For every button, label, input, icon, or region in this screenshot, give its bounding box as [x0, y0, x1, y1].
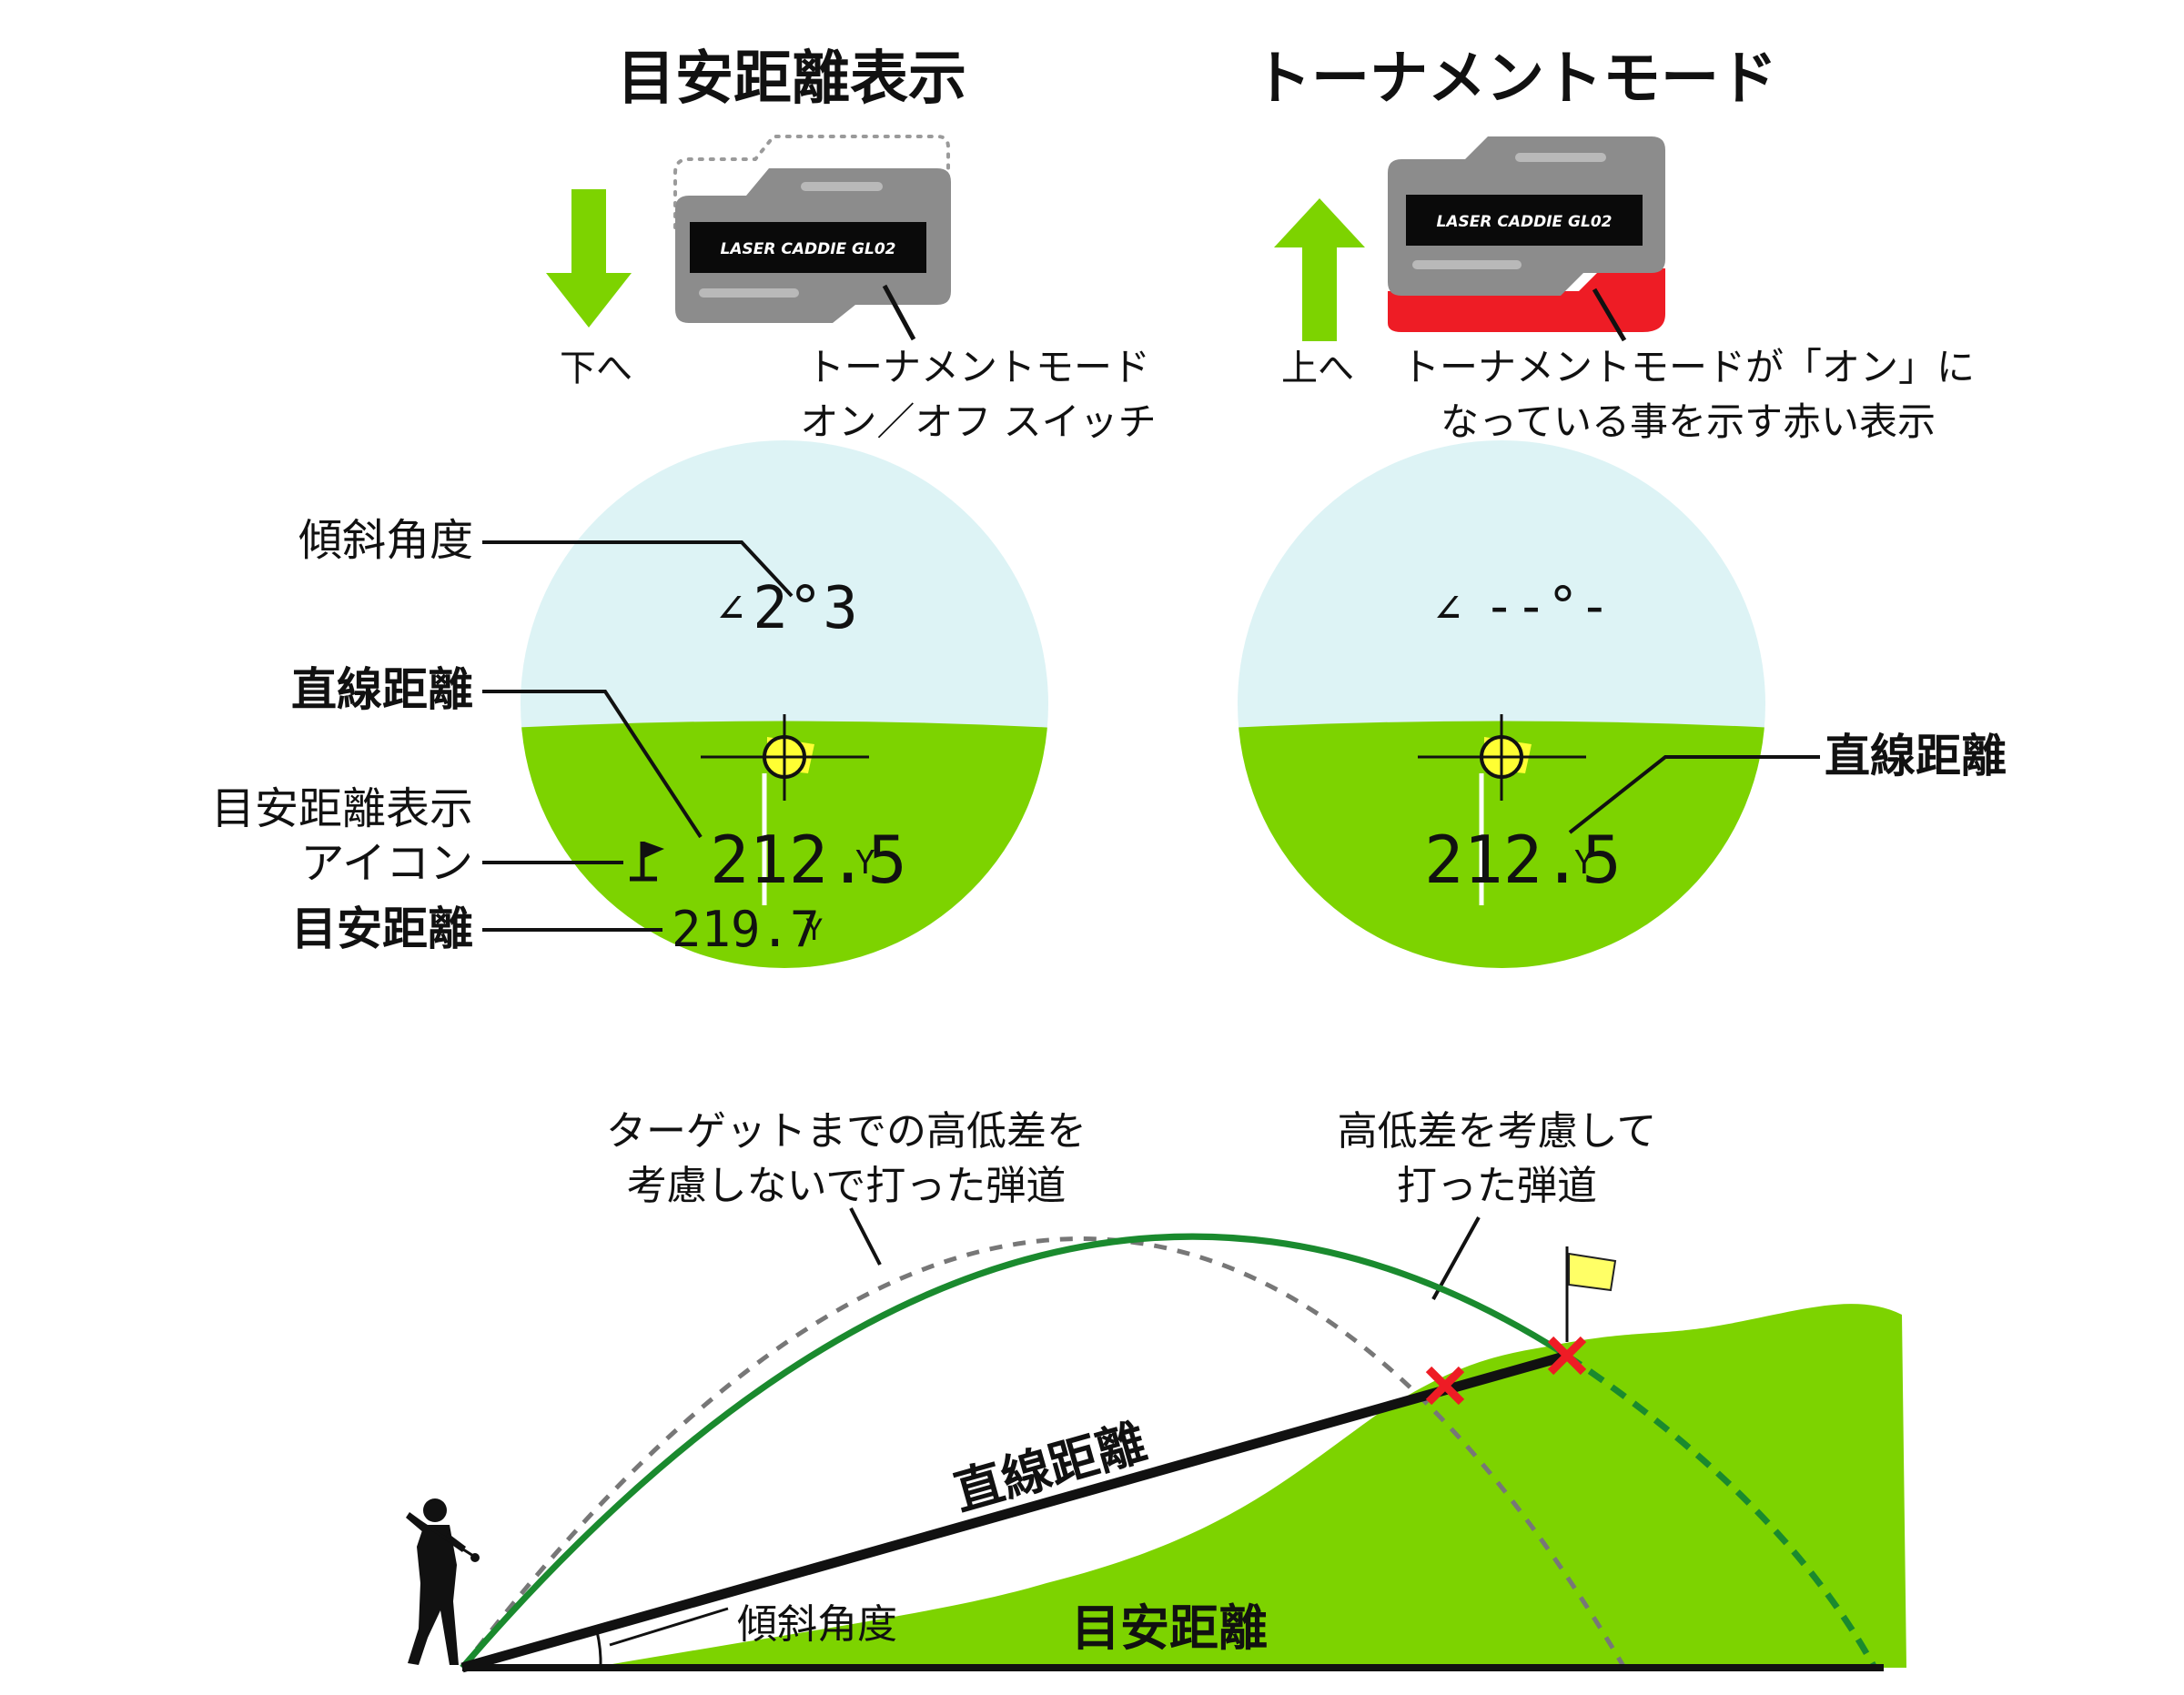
icon-callout-2: アイコン	[300, 838, 473, 889]
red-caption-2: なっている事を示す赤い表示	[1441, 399, 1936, 444]
right-angle-icon: ∠	[1434, 582, 1461, 635]
angle-leader-line	[482, 540, 794, 598]
switch-leader-line	[882, 284, 916, 341]
straight-distance-line	[460, 1350, 1569, 1673]
adjusted-callout: 目安距離	[291, 903, 473, 955]
dashed-caption-leader	[849, 1207, 882, 1266]
right-distance: 212.5	[1424, 822, 1622, 898]
device-switch-on: LASER CADDIE GL02	[1388, 136, 1665, 332]
straight-leader-line-right	[1568, 755, 1820, 834]
trajectory-no-elevation	[460, 1236, 1627, 1670]
angle-label: 傾斜角度	[737, 1601, 897, 1648]
switch-caption-2: オン／オフ スイッチ	[800, 399, 1156, 444]
trajectory-with-elevation	[460, 1233, 1569, 1670]
pin-flag-icon	[1565, 1246, 1617, 1342]
guide-distance-flag-icon	[630, 842, 664, 882]
left-angle-icon: ∠	[717, 582, 744, 635]
device-switch-off: LASER CADDIE GL02	[673, 135, 951, 323]
left-reticle	[701, 714, 869, 905]
left-title: 目安距離表示	[617, 45, 966, 113]
left-distance-unit: Y	[855, 844, 875, 882]
right-title: トーナメントモード	[1253, 45, 1777, 113]
dashed-caption-1: ターゲットまでの高低差を	[606, 1108, 1087, 1155]
down-arrow-icon	[546, 189, 632, 328]
right-angle-value: --°-	[1483, 575, 1611, 637]
green-caption-2: 打った弾道	[1397, 1163, 1597, 1209]
left-scope	[521, 440, 1048, 968]
golfer-icon	[406, 1498, 480, 1665]
target-mark-icon	[1547, 1336, 1587, 1376]
up-arrow-icon	[1274, 198, 1365, 341]
red-caption-1: トーナメントモードが「オン」に	[1401, 345, 1975, 389]
straight-callout-right: 直線距離	[1825, 730, 2007, 782]
hill	[592, 1304, 1906, 1668]
down-label: 下へ	[560, 348, 632, 389]
angle-callout: 傾斜角度	[298, 515, 473, 566]
red-indicator-leader-line	[1592, 288, 1627, 342]
green-caption-1: 高低差を考慮して	[1338, 1108, 1657, 1155]
right-scope	[1238, 440, 1765, 968]
left-adjusted-distance: 219.7	[672, 901, 820, 958]
angle-arc	[595, 1630, 602, 1669]
dashed-caption-2: 考慮しないで打った弾道	[627, 1163, 1067, 1209]
icon-callout-1: 目安距離表示	[211, 783, 473, 834]
up-label: 上へ	[1281, 348, 1354, 389]
trajectory-continuation	[1565, 1353, 1878, 1670]
angle-label-leader	[609, 1607, 729, 1647]
straight-leader-line-left	[482, 690, 703, 839]
left-adjusted-unit: Y	[805, 913, 823, 947]
guide-distance-label: 目安距離	[1071, 1599, 1268, 1657]
straight-callout-left: 直線距離	[291, 663, 473, 716]
device-label-right: LASER CADDIE GL02	[1436, 213, 1612, 231]
left-distance: 212.5	[710, 822, 907, 898]
left-angle-value: 2°3	[753, 575, 858, 642]
device-label: LASER CADDIE GL02	[720, 240, 895, 258]
switch-caption-1: トーナメントモード	[806, 345, 1150, 389]
landing-mark-icon	[1425, 1366, 1465, 1406]
right-reticle	[1418, 714, 1586, 905]
right-distance-unit: Y	[1574, 844, 1594, 882]
